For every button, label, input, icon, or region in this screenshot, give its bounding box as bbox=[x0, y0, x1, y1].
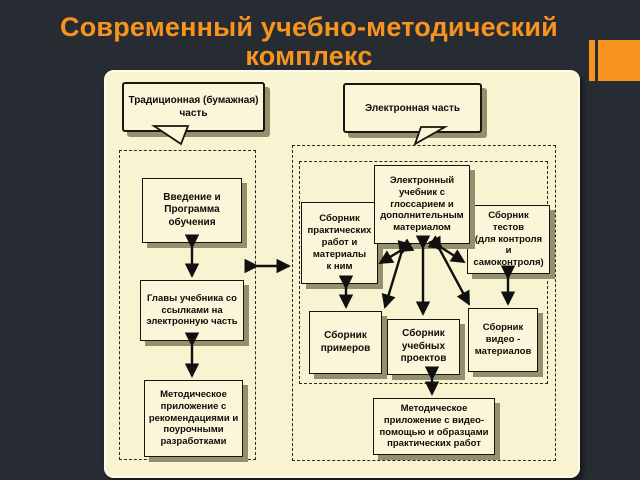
accent-bar-thin bbox=[589, 40, 595, 81]
node-projects-collection: Сборник учебных проектов bbox=[387, 319, 460, 375]
node-introduction-program: Введение и Программа обучения bbox=[142, 178, 242, 243]
node-method-appendix-video: Методическое приложение с видео- помощью… bbox=[373, 398, 495, 455]
callout-traditional: Традиционная (бумажная) часть bbox=[122, 82, 265, 132]
slide-title-line1: Современный учебно-методический bbox=[60, 12, 558, 42]
node-practical-works: Сборник практических работ и материалы к… bbox=[301, 202, 378, 284]
umk-diagram: Традиционная (бумажная) часть Электронна… bbox=[104, 70, 580, 478]
node-electronic-textbook: Электронный учебник с глоссарием и допол… bbox=[374, 165, 470, 244]
node-tests-collection: Сборник тестов (для контроля и самоконтр… bbox=[467, 205, 550, 274]
callout-electronic: Электронная часть bbox=[343, 83, 482, 133]
node-examples-collection: Сборник примеров bbox=[309, 311, 382, 374]
node-method-appendix-paper: Методическое приложение с рекомендациями… bbox=[144, 380, 243, 457]
slide-title-line2: комплекс bbox=[245, 40, 373, 71]
slide-title: Современный учебно-методический комплекс bbox=[0, 13, 618, 70]
node-textbook-chapters: Главы учебника со ссылками на электронну… bbox=[140, 280, 244, 341]
accent-bar bbox=[598, 40, 640, 81]
node-video-collection: Сборник видео - материалов bbox=[468, 308, 538, 372]
traditional-panel bbox=[119, 150, 256, 460]
